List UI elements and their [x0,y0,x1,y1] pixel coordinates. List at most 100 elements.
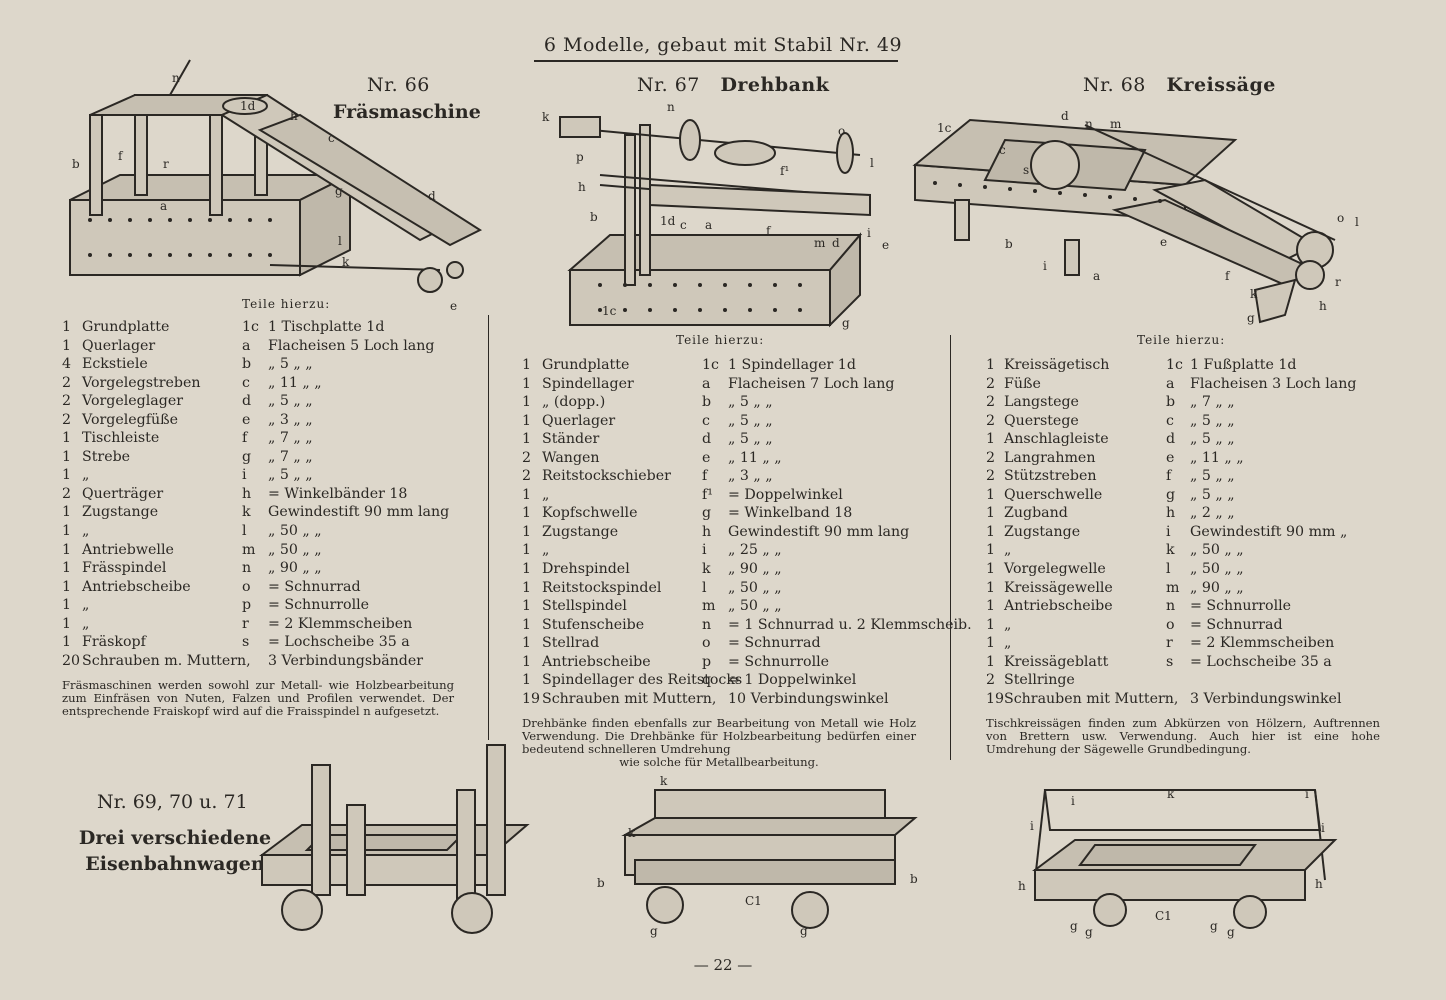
parts-letter: 1c [702,357,719,373]
model-67-name: Drehbank [720,74,830,96]
fig-label: i [1321,821,1325,835]
model-67-parts-heading: Teile hierzu: [676,333,765,347]
parts-spec: „ 3 „ „ [268,411,313,428]
parts-spec: „ 11 „ „ [1190,449,1244,466]
parts-spec: „ 2 „ „ [1190,505,1235,522]
fig-label: a [160,199,167,213]
parts-qty: 1 [986,505,996,522]
parts-qty: 1 [62,523,72,540]
parts-qty: 2 [62,411,72,428]
parts-row: 1„o= Schnurrad [986,616,1378,635]
fig-label: r [163,157,169,171]
parts-spec: 1 Fußplatte 1d [1190,357,1297,373]
parts-row: 1„l„ 50 „ „ [62,522,458,541]
parts-name: Querstege [1004,412,1079,429]
parts-letter: r [242,615,249,632]
parts-qty: 1 [62,560,72,577]
fig-69-stake-wagon [259,744,530,934]
fig-label: e [1160,235,1167,249]
fig-label: C1 [1155,909,1172,923]
parts-qty: 1 [62,597,72,614]
parts-spec: „ 50 „ „ [728,579,782,596]
parts-name: Spindellager des Reitstocks [542,672,743,689]
model-66-number: Nr. 66 [367,74,430,96]
parts-name: „ [1004,542,1012,559]
fig-label: i [1043,259,1047,273]
parts-spec: „ 7 „ „ [268,430,313,447]
parts-spec: = 1 Schnurrad u. 2 Klemmscheib. [728,616,972,633]
parts-letter: c [1166,412,1174,429]
parts-name: Zugstange [1004,523,1081,540]
parts-qty: 1 [62,448,72,465]
parts-letter: r [1166,635,1173,652]
parts-qty: 1 [986,653,996,670]
parts-letter: g [702,505,712,522]
parts-qty: 1 [522,653,532,670]
parts-letter: c [242,374,250,391]
parts-name: Vorgelegstreben [82,374,201,391]
fig-label: s [1023,163,1029,177]
parts-qty: 1 [986,561,996,578]
parts-spec: „ 50 „ „ [728,598,782,615]
parts-name: Stellringe [1004,672,1075,689]
parts-letter: p [702,653,712,670]
fig-label: o [1337,211,1344,225]
parts-spec: „ 5 „ „ [728,412,773,429]
fig-label: f [1225,269,1231,283]
fig-label: l [1355,215,1359,229]
parts-name: Vorgelegfüße [82,411,179,428]
parts-letter: m [1166,579,1180,596]
parts-letter: q [702,672,712,689]
parts-name: Schrauben mit Muttern, [1004,690,1179,707]
parts-qty: 1 [62,430,72,447]
fig-label: k [342,255,350,269]
parts-name: Kreissägewelle [1004,579,1113,596]
parts-letter: 1c [242,319,259,335]
parts-spec: „ 11 „ „ [728,449,782,466]
parts-qty: 2 [522,449,532,466]
parts-spec: = Lochscheibe 35 a [268,634,410,651]
parts-qty: 1 [986,357,996,373]
page-header: 6 Modelle, gebaut mit Stabil Nr. 49 [543,34,903,56]
parts-letter: s [1166,653,1174,670]
parts-letter: h [1166,505,1176,522]
parts-name: „ [82,467,90,484]
parts-name: Querlager [82,337,156,354]
parts-name: Eckstiele [82,356,148,373]
parts-spec: „ 50 „ „ [268,523,322,540]
parts-name: Grundplatte [82,319,170,335]
parts-name: Fräskopf [82,634,146,651]
fig-label: d [428,189,436,203]
fig-label: l [338,234,342,248]
parts-name: Grundplatte [542,357,630,373]
parts-letter: o [242,578,251,595]
parts-spec: „ 90 „ „ [268,560,322,577]
fig-label: 1c [937,121,952,135]
parts-spec: „ 5 „ „ [1190,468,1235,485]
fig-label: b [597,876,605,890]
parts-qty: 2 [986,672,996,689]
fig-label: i [1030,819,1034,833]
parts-name: Querschwelle [1004,486,1103,503]
parts-qty: 1 [62,337,72,354]
parts-name: Langrahmen [1004,449,1096,466]
parts-name: „ [82,615,90,632]
parts-letter: i [702,542,707,559]
parts-qty: 1 [522,431,532,448]
models-69-71-title: Nr. 69, 70 u. 71 [97,791,248,813]
parts-name: Zugband [1004,505,1068,522]
parts-spec: Flacheisen 3 Loch lang [1190,375,1357,392]
parts-letter: d [242,393,252,410]
